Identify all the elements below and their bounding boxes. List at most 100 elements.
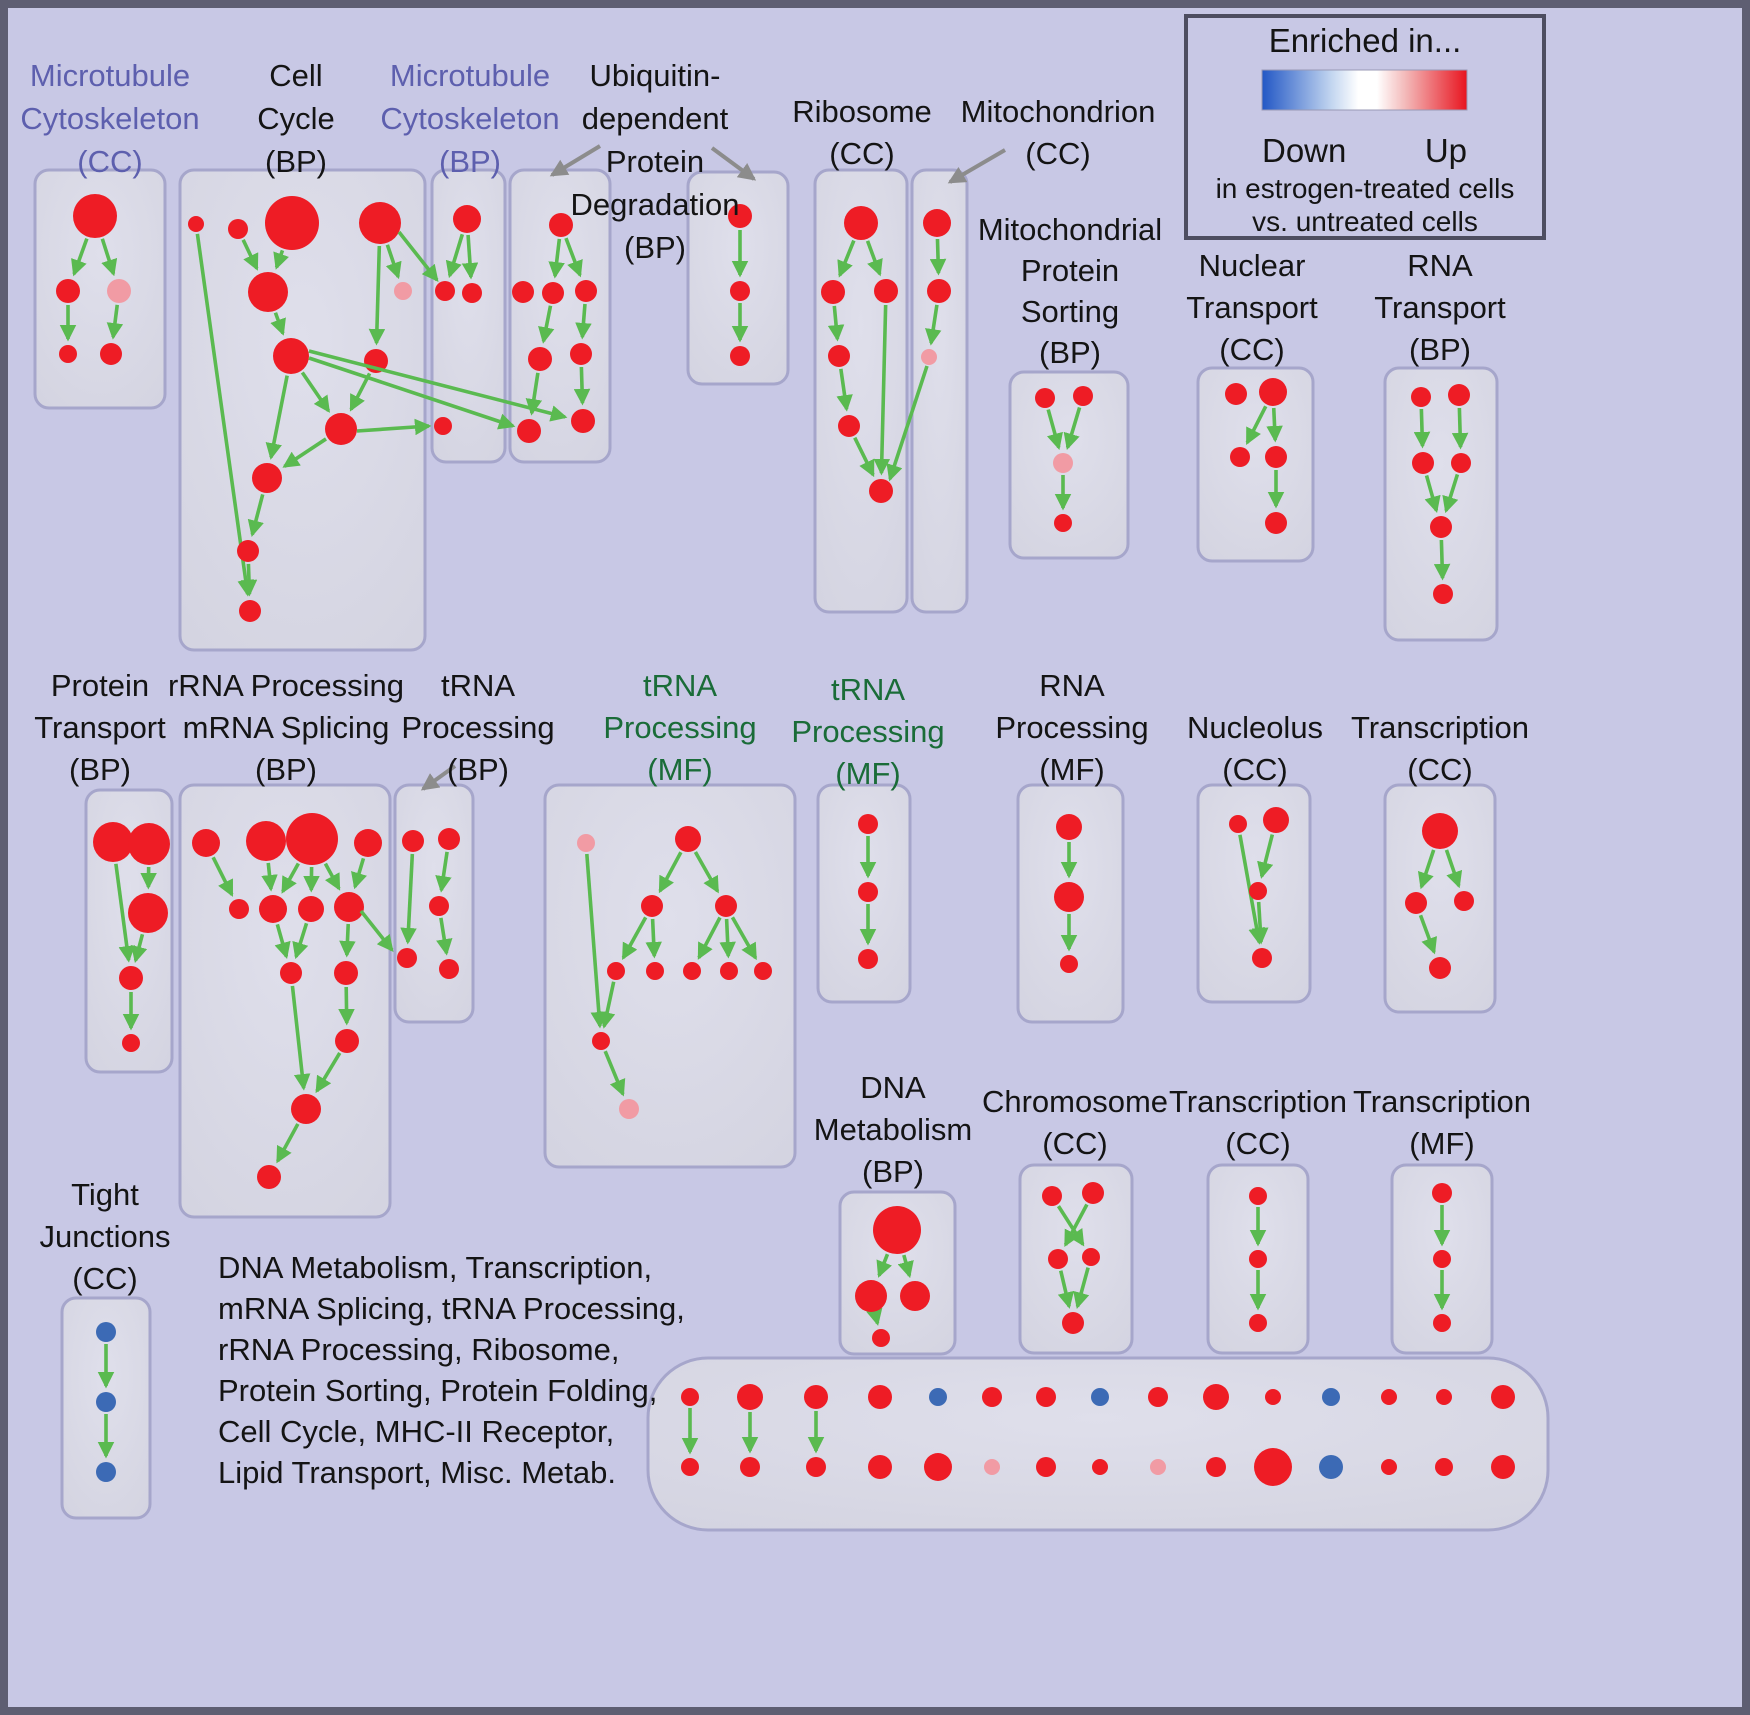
go-term-node xyxy=(858,882,878,902)
label-line: Transcription xyxy=(1353,1084,1531,1119)
go-term-node xyxy=(1054,514,1072,532)
go-term-node xyxy=(1263,807,1289,833)
legend-down-label: Down xyxy=(1262,132,1346,169)
cluster-transcription-mf xyxy=(1390,1163,1494,1355)
go-term-node xyxy=(1035,388,1055,408)
label-line: Metabolism xyxy=(814,1112,973,1147)
label-line: Protein xyxy=(51,668,149,703)
go-term-node xyxy=(754,962,772,980)
go-term-node xyxy=(844,206,878,240)
go-term-node xyxy=(257,1165,281,1189)
edge-arrow xyxy=(538,305,555,344)
go-term-node xyxy=(359,202,401,244)
edge-arrow xyxy=(1442,473,1460,514)
edge-arrow xyxy=(658,851,683,894)
edge-arrow xyxy=(598,981,616,1029)
edge-arrow xyxy=(247,493,265,537)
legend-gradient-bar xyxy=(1261,69,1468,111)
label-line: Chromosome xyxy=(982,1084,1168,1119)
label-line: Cytoskeleton xyxy=(20,101,199,136)
cluster-mitochondrial-protein-sorting-bp xyxy=(1008,370,1130,560)
edge-arrow xyxy=(575,303,592,340)
label-transcription-mf: Transcription(MF) xyxy=(1353,1084,1531,1161)
go-term-node xyxy=(119,966,143,990)
label-line: (CC) xyxy=(72,1261,137,1296)
go-term-node xyxy=(248,272,288,312)
cluster-box xyxy=(178,168,427,652)
label-transcription-cc-lower: Transcription(CC) xyxy=(1169,1084,1347,1161)
edge-arrow xyxy=(436,917,453,956)
go-term-node xyxy=(128,823,170,865)
label-transcription-cc-upper: Transcription(CC) xyxy=(1351,710,1529,787)
edge-arrow xyxy=(925,304,942,346)
label-line: (BP) xyxy=(862,1154,924,1189)
label-nucleolus: Nucleolus(CC) xyxy=(1187,710,1323,787)
label-line: (MF) xyxy=(835,756,900,791)
edge-arrow xyxy=(1063,406,1082,451)
go-term-node xyxy=(93,822,133,862)
go-term-node xyxy=(1451,453,1471,473)
go-term-node xyxy=(1422,813,1458,849)
go-term-node xyxy=(1230,447,1250,467)
go-term-node xyxy=(1265,446,1287,468)
edge-arrow xyxy=(274,923,291,960)
go-term-node xyxy=(681,1458,699,1476)
go-term-node xyxy=(1036,1457,1056,1477)
label-line: DNA xyxy=(860,1070,926,1105)
go-term-node xyxy=(1048,1249,1068,1269)
edge-arrow xyxy=(897,1254,914,1279)
label-line: Nuclear xyxy=(1199,248,1306,283)
go-term-node xyxy=(1381,1389,1397,1405)
go-term-node xyxy=(1436,1389,1452,1405)
label-line: Junctions xyxy=(40,1219,171,1254)
label-line: Tight xyxy=(71,1177,139,1212)
edge-arrow xyxy=(273,249,289,270)
edge-arrow xyxy=(548,238,565,279)
go-term-node xyxy=(828,345,850,367)
edge-arrow xyxy=(270,312,286,336)
go-term-node xyxy=(921,349,937,365)
edge-arrow xyxy=(339,923,356,958)
go-term-node xyxy=(528,347,552,371)
go-term-node xyxy=(900,1281,930,1311)
go-term-node xyxy=(868,1455,892,1479)
cross-cluster-edge-arrow xyxy=(397,230,439,282)
edge-arrow xyxy=(282,437,327,468)
go-term-node xyxy=(1259,378,1287,406)
go-term-node xyxy=(681,1388,699,1406)
edge-arrow xyxy=(866,1307,883,1326)
go-term-node xyxy=(982,1387,1002,1407)
edge-arrow xyxy=(265,375,289,460)
go-term-node xyxy=(1454,891,1474,911)
caption-line: mRNA Splicing, tRNA Processing, xyxy=(218,1291,685,1326)
edge-arrow xyxy=(1063,1203,1089,1248)
go-term-node xyxy=(571,409,595,433)
label-pointer-arrow xyxy=(420,764,457,791)
go-term-node xyxy=(1060,955,1078,973)
edge-arrow xyxy=(1417,849,1436,890)
edge-arrow xyxy=(1057,1270,1074,1309)
edge-arrow xyxy=(873,304,891,476)
go-term-node xyxy=(188,216,204,232)
label-line: Degradation xyxy=(571,187,740,222)
edge-arrow xyxy=(71,237,89,277)
go-term-node xyxy=(730,346,750,366)
go-term-node xyxy=(1491,1385,1515,1409)
label-line: (BP) xyxy=(265,144,327,179)
edge-arrow xyxy=(281,862,300,894)
label-line: mRNA Splicing xyxy=(183,710,390,745)
go-term-node xyxy=(1056,814,1082,840)
caption-line: Cell Cycle, MHC-II Receptor, xyxy=(218,1414,614,1449)
label-line: (CC) xyxy=(1025,136,1090,171)
go-term-node xyxy=(1053,453,1073,473)
go-term-node xyxy=(923,209,951,237)
edge-arrow xyxy=(1451,407,1469,450)
go-term-node xyxy=(438,828,460,850)
go-term-node xyxy=(804,1385,828,1409)
edge-arrow xyxy=(585,853,608,1029)
label-line: rRNA Processing xyxy=(168,668,404,703)
